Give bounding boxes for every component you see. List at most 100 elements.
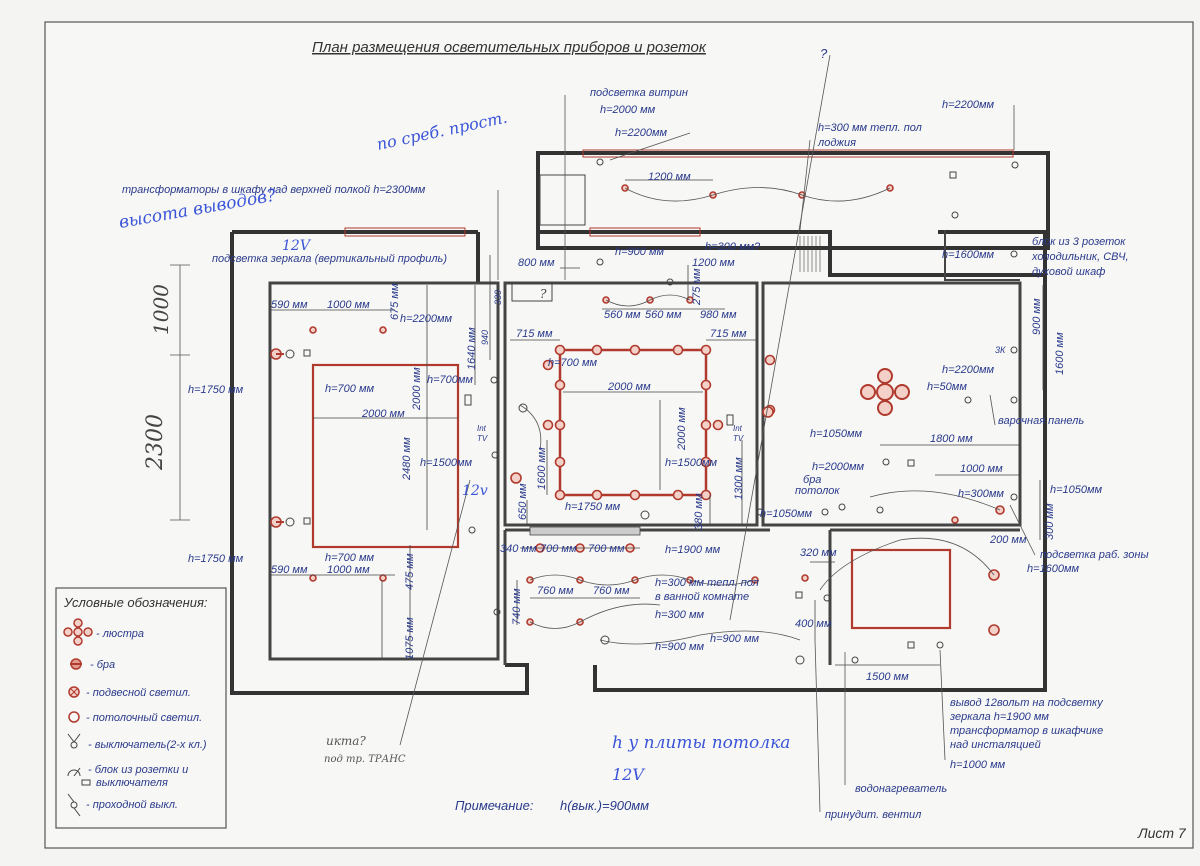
svg-text:- потолочный светил.: - потолочный светил. [86, 712, 202, 724]
dimension-labels: 1200 мм 800 мм 1200 мм 590 мм 1000 мм 20… [271, 171, 1066, 683]
svg-text:h=300мм: h=300мм [958, 488, 1004, 500]
pass-switch-legend-icon [67, 793, 81, 817]
chandelier-icon [860, 368, 910, 416]
svg-text:1500 мм: 1500 мм [866, 671, 909, 683]
sconce-legend-icon [70, 658, 82, 670]
svg-text:675 мм: 675 мм [389, 283, 401, 320]
svg-text:800 мм: 800 мм [518, 257, 555, 269]
svg-text:h=700мм: h=700мм [427, 374, 473, 386]
svg-text:потолок: потолок [795, 485, 840, 497]
svg-text:1000: 1000 [149, 284, 173, 335]
svg-text:TV: TV [733, 434, 744, 443]
svg-text:варочная панель: варочная панель [998, 415, 1084, 427]
svg-text:1600 мм: 1600 мм [536, 447, 548, 490]
svg-text:h=300 мм тепл. пол: h=300 мм тепл. пол [655, 577, 759, 589]
svg-text:?: ? [540, 287, 547, 301]
svg-text:320 мм: 320 мм [800, 547, 837, 559]
svg-text:h=1750 мм: h=1750 мм [188, 384, 244, 396]
svg-text:590 мм: 590 мм [271, 299, 308, 311]
dimension-lines [270, 179, 1044, 666]
svg-text:подсветка зеркала (вертикальны: подсветка зеркала (вертикальный профиль) [212, 253, 447, 265]
svg-text:h=1750 мм: h=1750 мм [565, 501, 621, 513]
svg-text:760 мм: 760 мм [593, 585, 630, 597]
ceiling-light-legend-icon [68, 711, 80, 723]
svg-text:h=2200мм: h=2200мм [942, 364, 995, 376]
svg-text:1000 мм: 1000 мм [327, 564, 370, 576]
svg-text:1600 мм: 1600 мм [1054, 332, 1066, 375]
svg-text:700 мм: 700 мм [588, 543, 625, 555]
svg-text:над инсталяцией: над инсталяцией [950, 739, 1041, 751]
svg-text:h=2000мм: h=2000мм [812, 461, 865, 473]
svg-text:h=300 мм?: h=300 мм? [705, 241, 761, 253]
svg-text:h=900 мм: h=900 мм [655, 641, 704, 653]
svg-text:650 мм: 650 мм [517, 483, 529, 520]
svg-text:12V: 12V [612, 765, 645, 784]
svg-text:1640 мм: 1640 мм [466, 327, 478, 370]
furniture [311, 282, 952, 630]
svg-text:2300: 2300 [143, 414, 168, 471]
svg-text:2000 мм: 2000 мм [676, 407, 688, 451]
svg-text:- проходной выкл.: - проходной выкл. [86, 799, 178, 811]
chandelier-legend-icon [63, 618, 93, 646]
svg-text:подсветка витрин: подсветка витрин [590, 87, 688, 99]
svg-text:1000 мм: 1000 мм [327, 299, 370, 311]
bath-tub [850, 548, 952, 630]
svg-text:2000 мм: 2000 мм [607, 381, 651, 393]
svg-text:- подвесной светил.: - подвесной светил. [86, 687, 191, 699]
svg-text:1200 мм: 1200 мм [648, 171, 691, 183]
svg-text:1200 мм: 1200 мм [692, 257, 735, 269]
svg-text:h=700 мм: h=700 мм [325, 383, 374, 395]
svg-text:блок из 3 розеток: блок из 3 розеток [1032, 236, 1126, 248]
svg-text:12V: 12V [282, 238, 312, 254]
leader-lines [399, 54, 1036, 813]
svg-text:275 мм: 275 мм [691, 268, 703, 306]
svg-text:340 мм: 340 мм [500, 543, 537, 555]
svg-text:лоджия: лоджия [817, 137, 856, 149]
legend-box [55, 587, 227, 829]
svg-text:330: 330 [493, 290, 503, 305]
svg-text:h=1500мм: h=1500мм [420, 457, 473, 469]
svg-text:h=1000 мм: h=1000 мм [950, 759, 1006, 771]
svg-text:h=50мм: h=50мм [927, 381, 967, 393]
annotations: подсветка витрин h=2000 мм h=2200мм h=22… [122, 46, 1149, 821]
wall-sconces [270, 348, 774, 528]
svg-text:подсветка раб. зоны: подсветка раб. зоны [1040, 549, 1149, 561]
svg-text:2000 мм: 2000 мм [361, 408, 405, 420]
svg-text:1300 мм: 1300 мм [733, 457, 745, 500]
svg-text:715 мм: 715 мм [710, 328, 747, 340]
svg-text:Int: Int [733, 424, 743, 433]
svg-text:под тр. ТРАНС: под тр. ТРАНС [324, 754, 406, 765]
svg-text:- люстра: - люстра [96, 628, 144, 640]
loggia-wall [536, 151, 1050, 250]
svg-text:- блок из розетки и: - блок из розетки и [88, 764, 188, 776]
pendant-legend-icon [68, 686, 80, 698]
svg-text:водонагреватель: водонагреватель [855, 783, 947, 795]
svg-text:?: ? [820, 46, 828, 61]
wiring [519, 187, 1001, 645]
svg-text:2480 мм: 2480 мм [401, 437, 413, 481]
svg-text:940: 940 [480, 330, 490, 345]
svg-text:h=700 мм: h=700 мм [325, 552, 374, 564]
socket-switch-legend-icon [67, 767, 91, 786]
svg-text:выключателя: выключателя [96, 777, 168, 789]
svg-text:h=1900 мм: h=1900 мм [665, 544, 721, 556]
svg-text:h=2200мм: h=2200мм [400, 313, 453, 325]
legend-title: Условные обозначения: [63, 595, 208, 610]
svg-text:зеркала h=1900 мм: зеркала h=1900 мм [949, 711, 1049, 723]
walls [230, 149, 1050, 695]
svg-text:12v: 12v [462, 483, 488, 499]
svg-text:в ванной комнате: в ванной комнате [655, 591, 749, 603]
note-label: Примечание: [455, 798, 534, 813]
handwritten-dimension-left [170, 264, 190, 521]
svg-text:h=300 мм тепл. пол: h=300 мм тепл. пол [818, 122, 922, 134]
svg-text:760 мм: 760 мм [537, 585, 574, 597]
switch-legend-icon [67, 733, 81, 749]
outer-wall-right [593, 230, 1047, 692]
sheet-number: Лист 7 [1137, 825, 1187, 841]
svg-text:h=1050мм: h=1050мм [810, 428, 863, 440]
svg-text:h=2000 мм: h=2000 мм [600, 104, 656, 116]
svg-text:холодильник, СВЧ,: холодильник, СВЧ, [1031, 251, 1129, 263]
svg-text:560 мм: 560 мм [604, 309, 641, 321]
svg-text:980 мм: 980 мм [700, 309, 737, 321]
svg-text:200 мм: 200 мм [989, 534, 1027, 546]
